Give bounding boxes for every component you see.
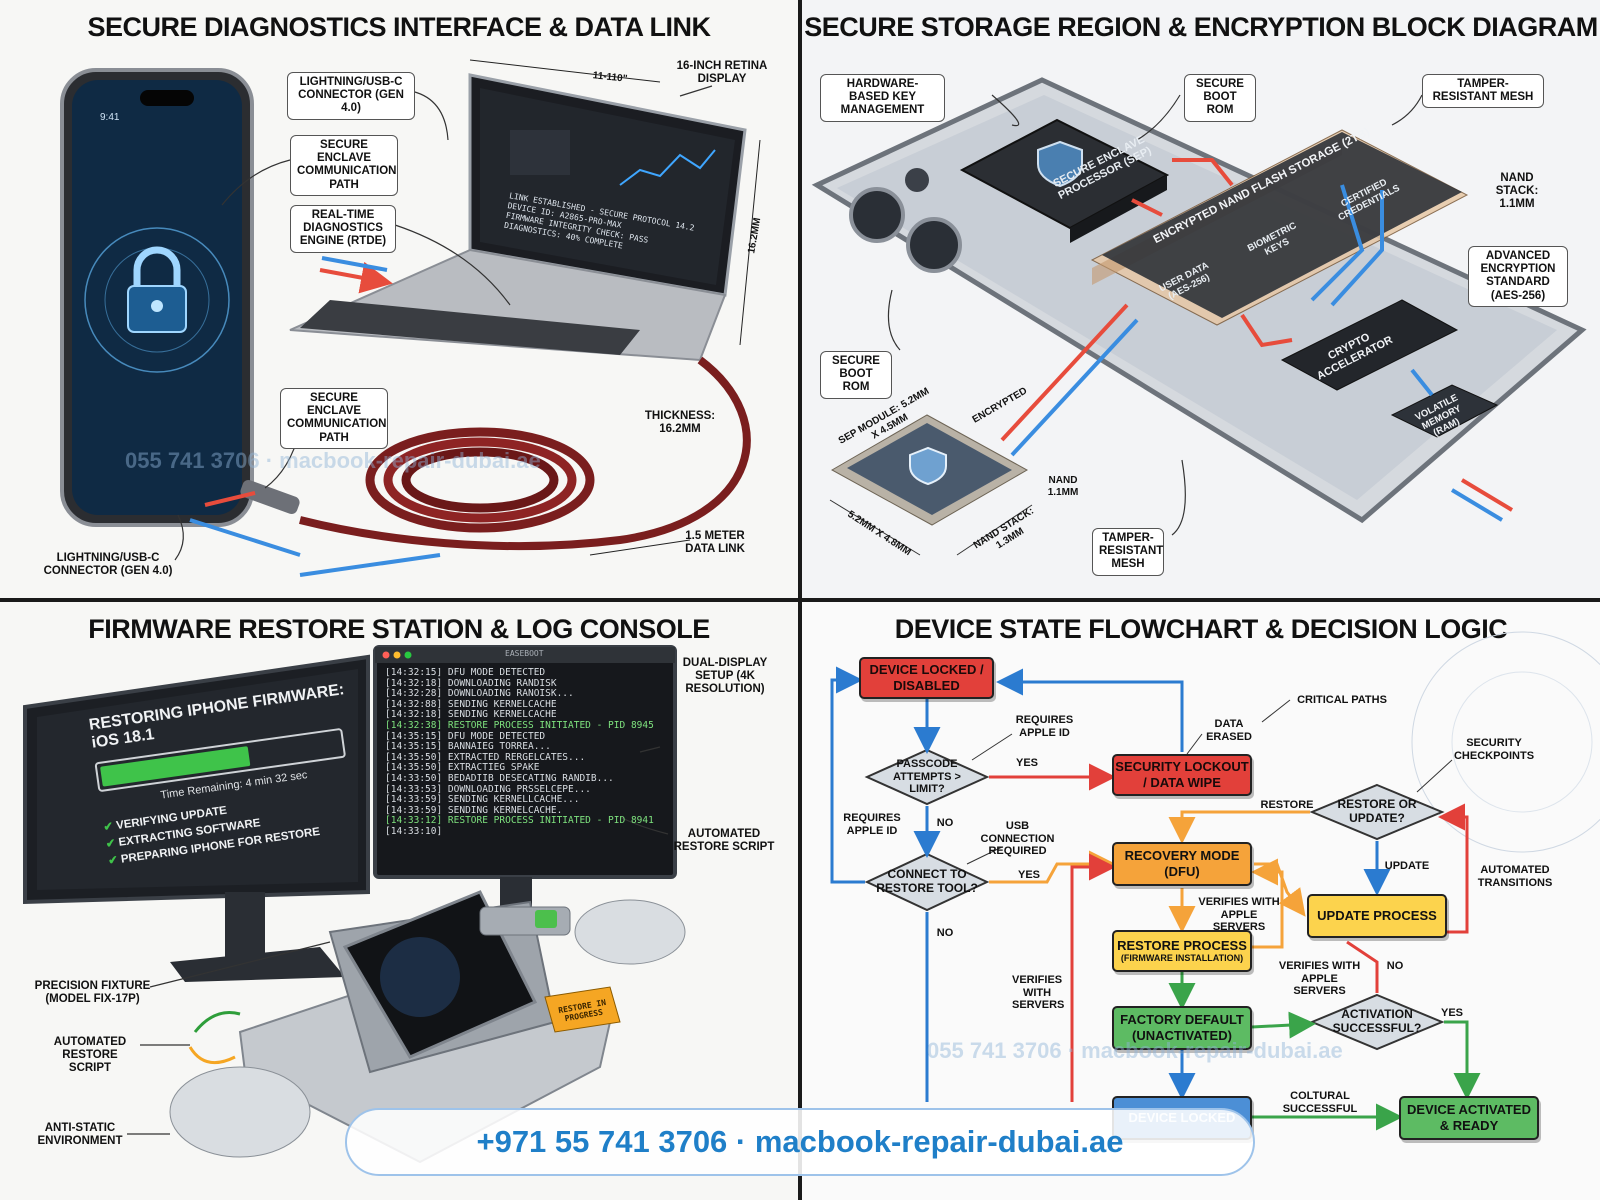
label-verifies-1: VERIFIES WITH APPLE SERVERS <box>1198 896 1280 934</box>
flowchart-connectors <box>830 631 1600 1131</box>
callout-fixture: PRECISION FIXTURE (MODEL FIX-17P) <box>34 980 151 1006</box>
label-automated-transitions: AUTOMATED TRANSITIONS <box>1477 864 1553 889</box>
callout-boot-rom-left: SECURE BOOT ROM <box>820 351 892 399</box>
panel-title: SECURE DIAGNOSTICS INTERFACE & DATA LINK <box>87 12 711 42</box>
panel-restore-station: FIRMWARE RESTORE STATION & LOG CONSOLE <box>0 602 798 1200</box>
node-restore-process-label: RESTORE PROCESS <box>1117 937 1247 953</box>
callout-hw-key: HARDWARE-BASED KEY MANAGEMENT <box>820 74 945 122</box>
label-usb-required: USB CONNECTION REQUIRED <box>980 820 1055 858</box>
callout-boot-rom-top: SECURE BOOT ROM <box>1184 74 1256 122</box>
log-line: [14:32:28] DOWNLOADING RANOISK... <box>385 688 574 700</box>
callout-dual-display: DUAL-DISPLAY SETUP (4K RESOLUTION) <box>682 657 768 696</box>
callout-esd: ANTI-STATIC ENVIRONMENT <box>37 1122 123 1148</box>
log-line: [14:33:10] <box>385 825 443 837</box>
log-line: [14:32:88] SENDING KERNELCACHE <box>385 698 557 710</box>
callout-enclave-top: SECURE ENCLAVE COMMUNICATION PATH <box>290 135 398 196</box>
label-yes-2: YES <box>1017 869 1040 881</box>
node-factory-default[interactable]: FACTORY DEFAULT (UNACTIVATED) <box>1112 1006 1252 1050</box>
label-critical-paths: CRITICAL PATHS <box>1297 694 1387 706</box>
node-device-locked[interactable]: DEVICE LOCKED / DISABLED <box>859 657 994 699</box>
node-device-activated[interactable]: DEVICE ACTIVATED & READY <box>1399 1096 1539 1140</box>
label-requires-apple-id-top: REQUIRES APPLE ID <box>1015 714 1074 739</box>
label-coltural-successful: COLTURAL SUCCESSFUL <box>1282 1090 1358 1115</box>
callout-data-link: 1.5 METER DATA LINK <box>685 530 745 556</box>
callout-enclave-bottom: SECURE ENCLAVE COMMUNICATION PATH <box>280 388 388 449</box>
restore-illustration <box>23 645 686 1164</box>
node-update-process[interactable]: UPDATE PROCESS <box>1307 894 1447 938</box>
callout-aes: ADVANCED ENCRYPTION STANDARD (AES-256) <box>1468 246 1568 307</box>
diamond-passcode <box>864 748 990 806</box>
node-security-lockout[interactable]: SECURITY LOCKOUT / DATA WIPE <box>1112 754 1252 796</box>
node-connect-restore-tool[interactable]: CONNECT TO RESTORE TOOL? <box>876 867 978 895</box>
horizontal-divider <box>0 598 1600 602</box>
label-yes-3: YES <box>1440 1007 1463 1019</box>
watermark: 055 741 3706 · macbook-repair-dubai.ae <box>125 448 541 473</box>
log-console[interactable]: [14:32:15] DFU MODE DETECTED[14:32:18] D… <box>385 668 670 868</box>
log-line: [14:33:50] BEDADIIB DESECATING RANDIB... <box>385 772 614 784</box>
diamond-restore <box>1309 783 1445 841</box>
label-yes-1: YES <box>1015 757 1038 769</box>
log-line: [14:32:15] DFU MODE DETECTED <box>385 668 546 678</box>
log-line: [14:32:18] SENDING KERNELCACHE <box>385 709 557 721</box>
panel-diagnostics: SECURE DIAGNOSTICS INTERFACE & DATA LINK <box>0 0 798 598</box>
watermark: 055 741 3706 · macbook-repair-dubai.ae <box>927 1038 1343 1063</box>
label-no-2: NO <box>936 927 954 939</box>
log-line: [14:33:12] RESTORE PROCESS INITIATED - P… <box>385 815 654 827</box>
label-update: UPDATE <box>1384 860 1430 872</box>
storage-illustration <box>811 77 1587 556</box>
log-line: [14:33:59] SENDING KERNELLCACHE... <box>385 794 580 806</box>
log-line: [14:35:50] EXTRACTED RERGELCATES... <box>385 751 586 763</box>
panel-title: FIRMWARE RESTORE STATION & LOG CONSOLE <box>88 614 710 644</box>
callout-mesh-bottom: TAMPER-RESISTANT MESH <box>1092 528 1164 576</box>
node-recovery-mode[interactable]: RECOVERY MODE (DFU) <box>1112 842 1252 886</box>
log-line: [14:33:53] DOWNLOADING PRSSELCEPE... <box>385 783 591 795</box>
diagnostics-illustration <box>60 59 761 577</box>
panel-title: DEVICE STATE FLOWCHART & DECISION LOGIC <box>894 614 1508 644</box>
callout-thickness: THICKNESS: 16.2MM <box>644 410 716 436</box>
panel-flowchart: DEVICE STATE FLOWCHART & DECISION LOGIC <box>802 602 1600 1200</box>
label-requires-apple-id-left: REQUIRES APPLE ID <box>843 812 901 837</box>
label-no-1: NO <box>936 817 954 829</box>
callout-auto-left: AUTOMATED RESTORE SCRIPT <box>53 1036 127 1075</box>
callout-connector-bottom: LIGHTNING/USB-C CONNECTOR (GEN 4.0) <box>43 552 173 578</box>
log-line: [14:35:15] DFU MODE DETECTED <box>385 730 546 742</box>
log-line: [14:35:15] BANNAIEG TORREA... <box>385 741 551 753</box>
callout-nand-stack: NAND STACK: 1.1mm <box>1495 172 1539 211</box>
callout-auto-right: AUTOMATED RESTORE SCRIPT <box>673 828 775 854</box>
log-line: [14:35:50] EXTRACTIEG SPAKE <box>385 762 540 774</box>
label-no-3: NO <box>1386 960 1404 972</box>
panel-storage: SECURE STORAGE REGION & ENCRYPTION BLOCK… <box>802 0 1600 598</box>
check-icon: ✔ <box>105 837 117 851</box>
callout-mesh-top: TAMPER-RESISTANT MESH <box>1422 74 1544 109</box>
diamond-activation <box>1309 993 1445 1051</box>
log-line: [14:32:18] DOWNLOADING RANDISK <box>385 677 557 689</box>
contact-banner[interactable]: +971 55 741 3706 · macbook-repair-dubai.… <box>345 1108 1255 1176</box>
log-line: [14:32:38] RESTORE PROCESS INITIATED - P… <box>385 719 654 731</box>
label-data-erased: DATA ERASED <box>1206 718 1252 743</box>
node-passcode-attempts[interactable]: PASSCODE ATTEMPTS > LIMIT? <box>893 758 961 796</box>
label-nand: NAND 1.1mm <box>1047 475 1079 498</box>
phone-time: 9:41 <box>100 112 120 123</box>
label-verifies-3: VERIFIES WITH SERVERS <box>1012 974 1065 1012</box>
label-verifies-2: VERIFIES WITH APPLE SERVERS <box>1278 960 1361 998</box>
contact-banner-text: +971 55 741 3706 · macbook-repair-dubai.… <box>476 1124 1124 1159</box>
check-icon: ✔ <box>102 820 114 834</box>
callout-display: 16-INCH RETINA DISPLAY <box>676 60 768 86</box>
callout-rtde: REAL-TIME DIAGNOSTICS ENGINE (RTDE) <box>290 205 396 253</box>
console-title: EASEBOOT <box>505 649 544 658</box>
diamond-connect <box>864 852 990 912</box>
node-restore-process-sub: (FIRMWARE INSTALLATION) <box>1120 953 1244 964</box>
node-restore-or-update[interactable]: RESTORE OR UPDATE? <box>1337 797 1417 825</box>
node-restore-process[interactable]: RESTORE PROCESS (FIRMWARE INSTALLATION) <box>1112 930 1252 972</box>
node-activation-successful[interactable]: ACTIVATION SUCCESSFUL? <box>1332 1007 1422 1035</box>
panel-title: SECURE STORAGE REGION & ENCRYPTION BLOCK… <box>804 12 1598 42</box>
label-security-checkpoints: SECURITY CHECKPOINTS <box>1453 737 1535 762</box>
callout-connector-top: LIGHTNING/USB-C CONNECTOR (GEN 4.0) <box>287 72 415 120</box>
label-restore: RESTORE <box>1260 799 1314 811</box>
log-line: [14:33:59] SENDING KERNELCACHE. <box>385 804 563 816</box>
check-icon: ✔ <box>107 854 119 868</box>
